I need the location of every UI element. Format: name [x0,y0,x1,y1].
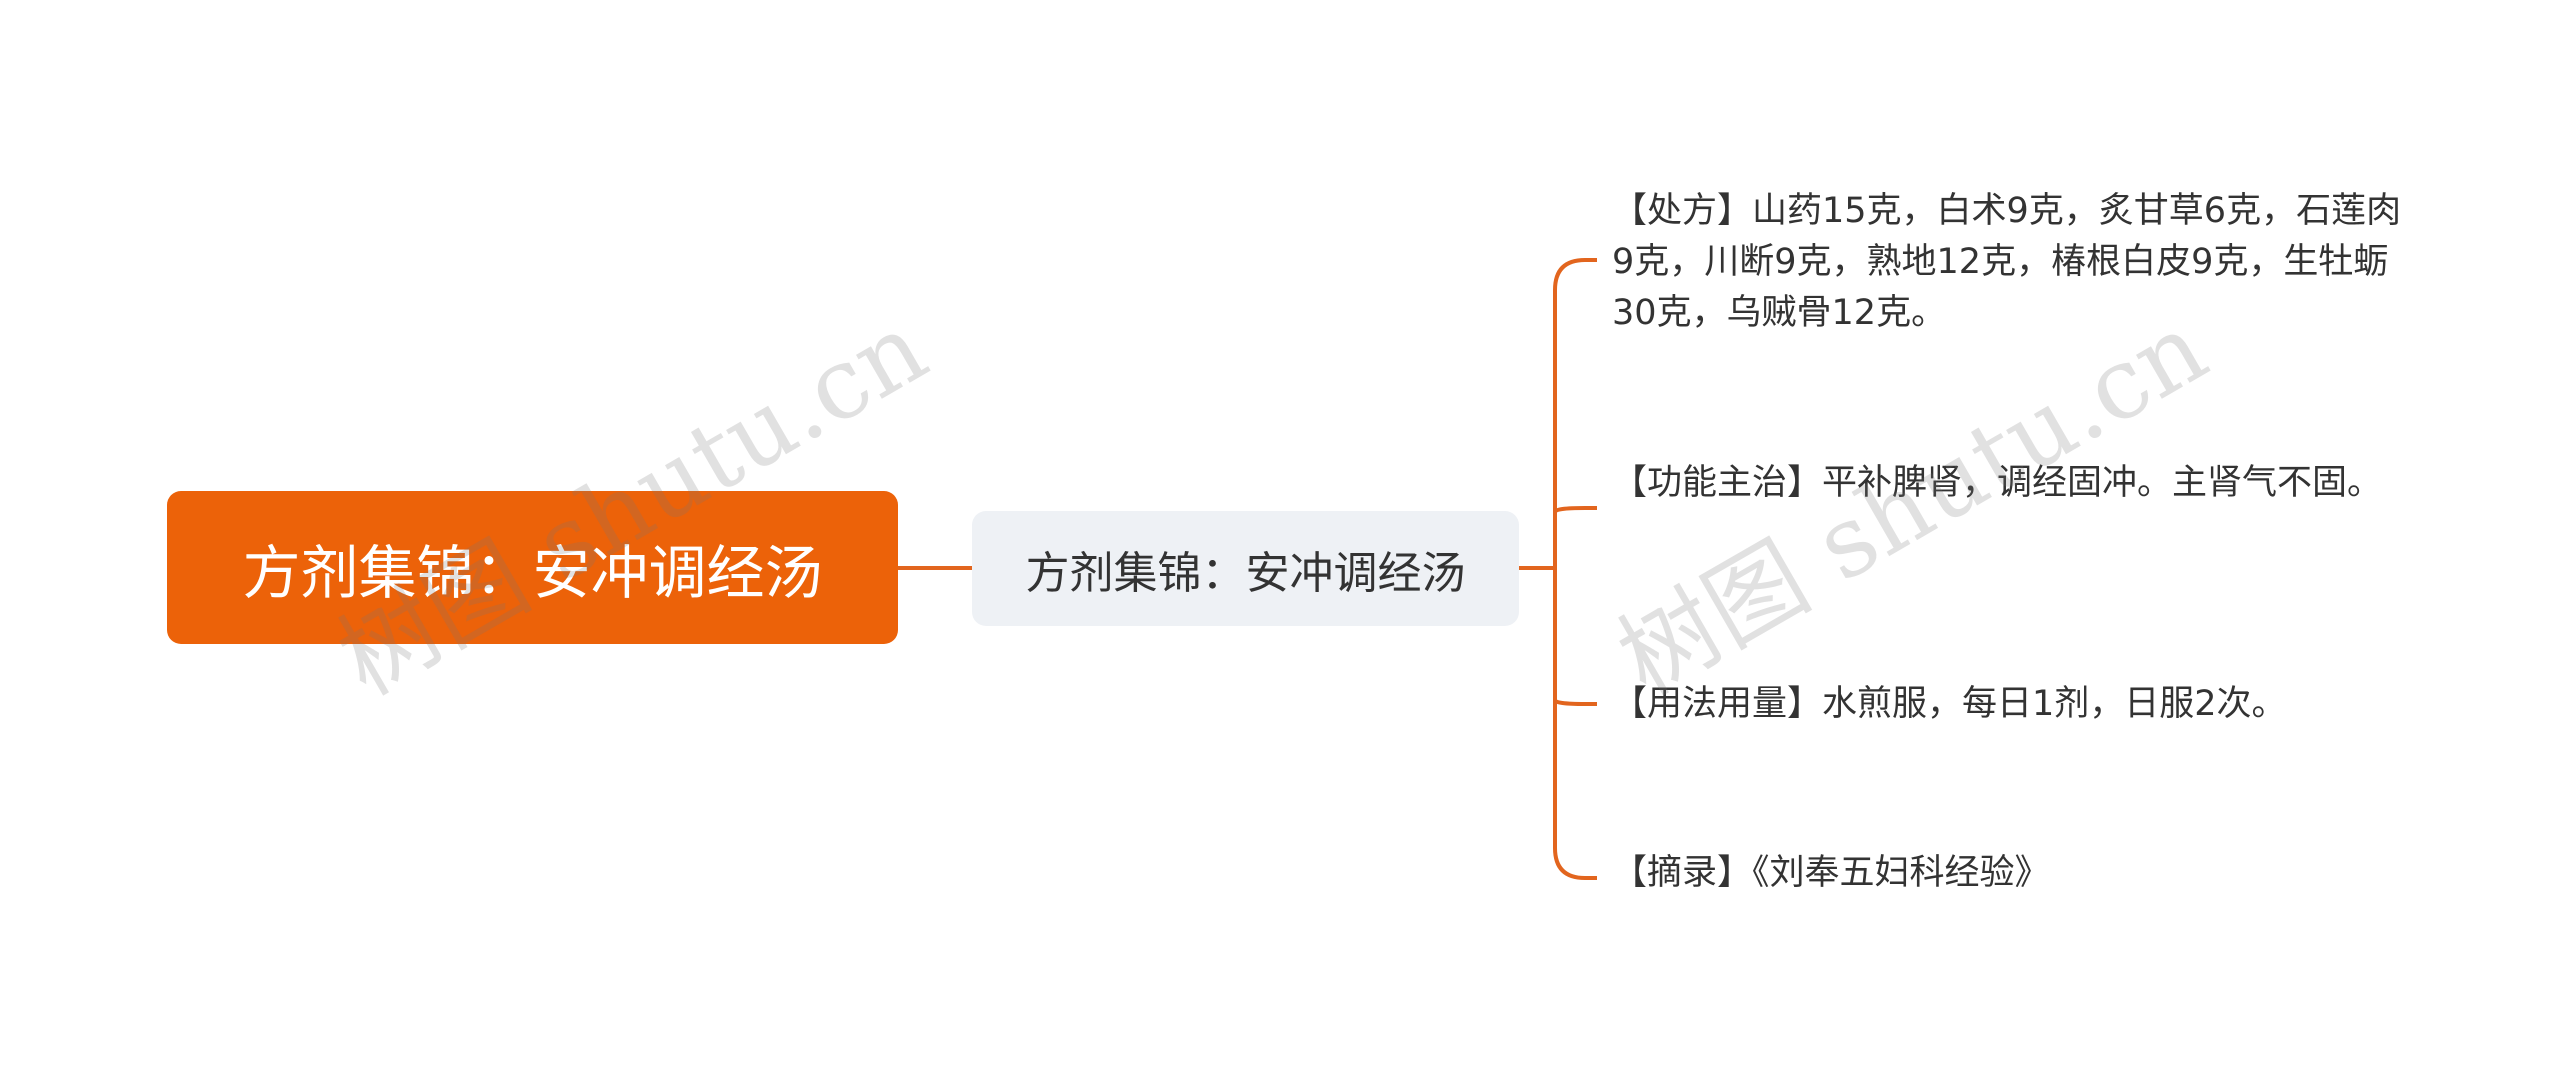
subtopic-label: 【功能主治】平补脾肾，调经固冲。主肾气不固。 [1612,463,2383,503]
main-topic-node[interactable]: 方剂集锦：安冲调经汤 [972,511,1519,626]
root-topic-node[interactable]: 方剂集锦：安冲调经汤 [167,491,898,644]
subtopic-usage[interactable]: 【用法用量】水煎服，每日1剂，日服2次。 [1612,679,2402,730]
subtopic-function[interactable]: 【功能主治】平补脾肾，调经固冲。主肾气不固。 [1612,458,2402,509]
subtopic-label: 【用法用量】水煎服，每日1剂，日服2次。 [1612,684,2287,724]
main-topic-label: 方剂集锦：安冲调经汤 [1025,547,1466,599]
subtopic-source[interactable]: 【摘录】《刘奉五妇科经验》 [1612,848,2402,899]
root-topic-label: 方剂集锦：安冲调经汤 [242,538,823,607]
subtopic-prescription[interactable]: 【处方】山药15克，白术9克，炙甘草6克，石莲肉9克，川断9克，熟地12克，椿根… [1612,186,2402,339]
connector-branch-3 [1553,699,1586,706]
subtopic-label: 【处方】山药15克，白术9克，炙甘草6克，石莲肉9克，川断9克，熟地12克，椿根… [1612,191,2402,333]
subtopic-label: 【摘录】《刘奉五妇科经验》 [1612,853,2050,893]
connector-branch-2 [1553,506,1586,513]
connector-bracket-spine [1553,258,1586,880]
